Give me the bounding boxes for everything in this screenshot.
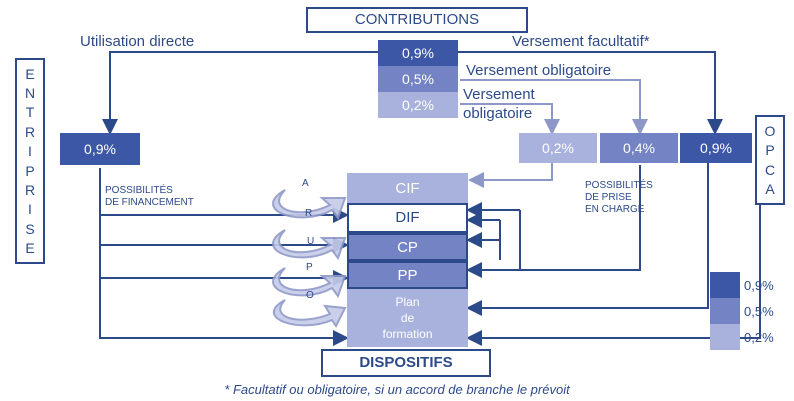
plan-line: Plan (395, 295, 420, 309)
legend-swatch (710, 298, 740, 324)
opca-letter: A (765, 181, 775, 198)
plan-line: de (400, 311, 415, 325)
contribution-0-5: 0,5% (378, 66, 458, 92)
opca-box: O P C A (755, 115, 785, 205)
legend-item: 0,2% (710, 324, 790, 350)
legend: 0,9% 0,5% 0,2% (710, 272, 790, 350)
opca-value-0-9: 0,9% (680, 133, 752, 163)
possibilites-financement-label: POSSIBILITÉS DE FINANCEMENT (105, 185, 194, 209)
opca-value-0-4: 0,4% (600, 133, 678, 163)
legend-label: 0,5% (744, 303, 774, 319)
entreprise-letter: S (25, 220, 35, 237)
entreprise-letter: R (24, 182, 36, 199)
dispositif-cp: CP (347, 233, 468, 261)
entreprise-letter: I (28, 143, 32, 160)
dispositif-pp: PP (347, 261, 468, 289)
financement-line: DE FINANCEMENT (105, 197, 194, 208)
entreprise-value-0-9: 0,9% (60, 133, 140, 165)
versement-facultatif-label: Versement facultatif* (512, 33, 650, 50)
prise-line: EN CHARGE (585, 204, 645, 215)
legend-item: 0,5% (710, 298, 790, 324)
arrow-letter-3: U (307, 236, 315, 247)
utilisation-directe-label: Utilisation directe (80, 33, 195, 50)
possibilites-prise-label: POSSIBILITÉS DE PRISE EN CHARGE (585, 180, 653, 216)
arrow-letter-5: O (306, 290, 314, 301)
versement-obligatoire-label-2b: obligatoire (463, 105, 533, 122)
entreprise-box: E N T R I P R I S E (15, 58, 45, 264)
arrow-letter-1: A (302, 178, 309, 189)
legend-swatch (710, 272, 740, 298)
entreprise-letter: E (25, 65, 35, 82)
legend-item: 0,9% (710, 272, 790, 298)
opca-letter: O (764, 122, 776, 139)
prise-line: DE PRISE (585, 192, 632, 203)
entreprise-letter: R (24, 123, 36, 140)
opca-letter: P (765, 142, 775, 159)
versement-obligatoire-label-1: Versement obligatoire (466, 62, 612, 79)
financement-line: POSSIBILITÉS (105, 185, 173, 196)
legend-label: 0,9% (744, 277, 774, 293)
dispositif-cif: CIF (347, 173, 468, 203)
entreprise-letter: E (25, 240, 35, 257)
dispositif-plan-formation: Plan de formation (347, 289, 468, 347)
entreprise-letter: T (25, 104, 35, 121)
plan-line: formation (382, 327, 433, 341)
legend-swatch (710, 324, 740, 350)
arrow-letter-4: P (306, 262, 313, 273)
prise-line: POSSIBILITÉS (585, 180, 653, 191)
contribution-0-9: 0,9% (378, 40, 458, 66)
opca-value-0-2: 0,2% (519, 133, 597, 163)
versement-obligatoire-label-2a: Versement (463, 86, 535, 103)
arrow-letter-2: R (305, 208, 313, 219)
contributions-title: CONTRIBUTIONS (306, 7, 528, 33)
opca-letter: C (764, 161, 776, 178)
dispositif-dif: DIF (347, 203, 468, 233)
footnote: * Facultatif ou obligatoire, si un accor… (224, 382, 570, 397)
entreprise-letter: P (25, 162, 35, 179)
dispositifs-title: DISPOSITIFS (321, 349, 491, 377)
contribution-0-2: 0,2% (378, 92, 458, 118)
entreprise-letter: N (24, 85, 36, 102)
legend-label: 0,2% (744, 329, 774, 345)
entreprise-letter: I (28, 201, 32, 218)
